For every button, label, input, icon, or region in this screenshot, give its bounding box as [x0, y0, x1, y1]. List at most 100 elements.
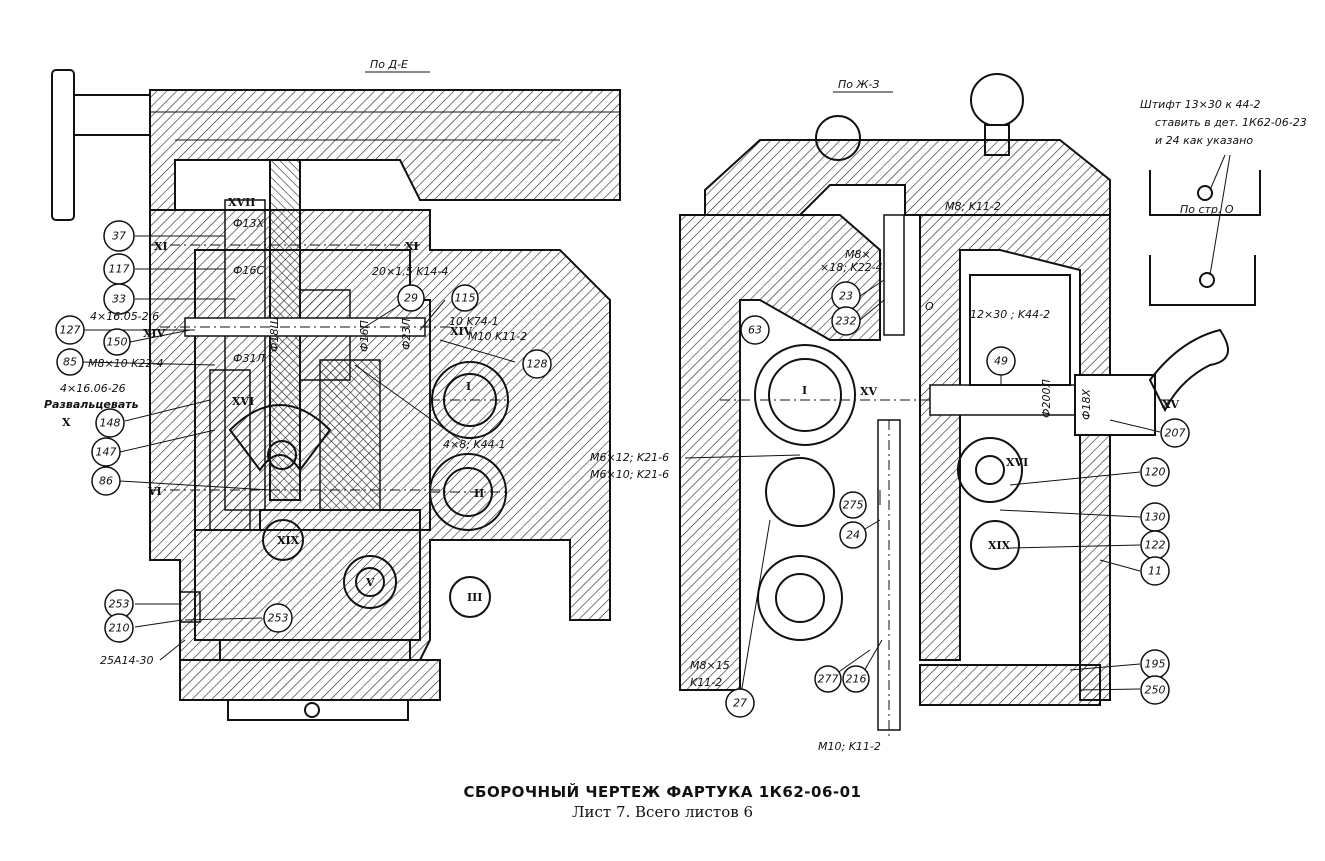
lever-hub [970, 520, 1020, 570]
dim-phi31: Ф31Л [233, 352, 265, 365]
svg-text:232: 232 [836, 315, 857, 328]
roman-xvii: XVII [228, 196, 255, 209]
svg-text:33: 33 [112, 293, 126, 306]
dim-phi200: Ф200Л [1040, 379, 1053, 418]
note-12x30: 12×30 ; K44-2 [970, 308, 1050, 321]
dial-wheel [957, 437, 1023, 503]
note-4x8: 4×8; K44-1 [443, 438, 506, 451]
roman-xiv-b: XIV [450, 325, 473, 338]
svg-text:148: 148 [100, 417, 121, 430]
drawing-sheet-info: Лист 7. Всего листов 6 [571, 803, 754, 821]
roman-iii: III [467, 591, 482, 604]
roman-v: V [365, 576, 375, 589]
callout-29: 29 [397, 284, 425, 312]
svg-text:23: 23 [839, 290, 853, 303]
right-notes: M8; K11-2 M8× ×18; K22-4 12×30 ; K44-2 M… [590, 98, 1307, 753]
roman-xi-b: XI [405, 240, 419, 253]
right-roman-labels: XV XV I XIX XVI [802, 384, 1180, 552]
callout-253-b: 253 [263, 603, 293, 633]
roman-xvi-right: XVI [1006, 456, 1028, 469]
right-main-wall [919, 214, 1111, 701]
note-25a14: 25A14-30 [100, 654, 154, 667]
roman-xv-a: XV [860, 385, 878, 398]
note-o: O [925, 300, 934, 313]
svg-text:37: 37 [112, 230, 126, 243]
left-notes: 4×16.05-2.6 M8×10 K22-4 4×16.06-26 Разва… [44, 217, 527, 667]
svg-text:49: 49 [994, 355, 1008, 368]
callout-23: 23 [831, 281, 861, 311]
bore-v [343, 555, 397, 609]
handwheel-hub [74, 94, 151, 136]
callout-63: 63 [740, 315, 770, 345]
note-stift-1: Штифт 13×30 к 44-2 [1140, 98, 1260, 111]
handle-ball [970, 73, 1024, 127]
drawing-title: СБОРОЧНЫЙ ЧЕРТЕЖ ФАРТУКА 1К62-06-01 [463, 783, 862, 801]
top-housing [149, 89, 621, 211]
svg-text:250: 250 [1145, 684, 1166, 697]
base-plate [179, 659, 441, 701]
svg-text:27: 27 [733, 697, 747, 710]
shaft-xv [929, 384, 1076, 416]
callout-24: 24 [839, 521, 867, 549]
note-4x16-05: 4×16.05-2.6 [90, 310, 159, 323]
right-callouts: 23 232 63 49 207 120 130 122 11 195 250 … [725, 281, 1190, 718]
callout-250: 250 [1140, 675, 1170, 705]
svg-text:147: 147 [96, 446, 117, 459]
callout-128: 128 [522, 349, 552, 379]
svg-text:117: 117 [109, 263, 130, 276]
note-stift-2: ставить в дет. 1К62-06-23 [1155, 116, 1307, 129]
note-m8k11: M8; K11-2 [945, 200, 1001, 213]
roman-xix-right: XIX [988, 539, 1011, 552]
note-m6x10: M6×10; K21-6 [590, 468, 669, 481]
callout-130: 130 [1140, 502, 1170, 532]
callout-33: 33 [103, 283, 135, 315]
handwheel-rim [51, 69, 75, 221]
svg-text:11: 11 [1148, 565, 1162, 578]
note-razvaltsevat: Развальцевать [44, 398, 139, 411]
callout-122: 122 [1140, 530, 1170, 560]
dim-phi18x: Ф18Х [1080, 389, 1093, 420]
callout-49: 49 [986, 346, 1016, 376]
svg-text:122: 122 [1145, 539, 1166, 552]
svg-text:86: 86 [99, 475, 113, 488]
note-m6x12: M6×12; K21-6 [590, 451, 669, 464]
dim-phi18: Ф18Ш [268, 317, 281, 352]
svg-text:115: 115 [455, 292, 476, 305]
callout-86: 86 [91, 466, 121, 496]
right-left-wall [679, 214, 881, 691]
svg-text:128: 128 [527, 358, 548, 371]
callout-277: 277 [814, 665, 842, 693]
callout-127: 127 [55, 315, 85, 345]
note-stift-3: и 24 как указано [1155, 134, 1253, 147]
note-m10-bottom: M10; K11-2 [818, 740, 881, 753]
callout-232: 232 [831, 306, 861, 336]
drawing-caption: СБОРОЧНЫЙ ЧЕРТЕЖ ФАРТУКА 1К62-06-01 Лист… [0, 783, 1325, 821]
callout-147: 147 [91, 437, 121, 467]
svg-text:216: 216 [846, 673, 867, 686]
svg-text:277: 277 [818, 673, 839, 686]
callout-37: 37 [103, 220, 135, 252]
note-4x16-06: 4×16.06-26 [60, 382, 126, 395]
bottom-cover [227, 699, 409, 721]
callout-275: 275 [839, 491, 867, 519]
roman-xvi: XVI [232, 395, 254, 408]
left-leaders [81, 235, 516, 661]
note-m8x10: M8×10 K22-4 [88, 357, 163, 370]
gear-bottom [757, 555, 843, 641]
left-section-view: По Д-Е [51, 58, 621, 721]
svg-text:207: 207 [1165, 427, 1186, 440]
left-roman-labels: XVII XI XI XIV XIV XVI VI XIX I II V III [143, 196, 484, 604]
right-base [919, 664, 1101, 706]
roman-xix: XIX [277, 534, 300, 547]
roman-i-right: I [802, 384, 807, 397]
callout-27: 27 [725, 688, 755, 718]
dim-phi16b: Ф16П [358, 320, 371, 352]
worm-segment [228, 404, 332, 472]
svg-text:253: 253 [109, 598, 130, 611]
right-top-housing [704, 139, 1111, 216]
svg-text:29: 29 [404, 292, 418, 305]
dim-phi23: Ф23Л [400, 318, 413, 350]
dim-phi16: Ф16С [233, 264, 264, 277]
callout-117: 117 [103, 253, 135, 285]
right-view-title: По Ж-З [838, 78, 879, 91]
